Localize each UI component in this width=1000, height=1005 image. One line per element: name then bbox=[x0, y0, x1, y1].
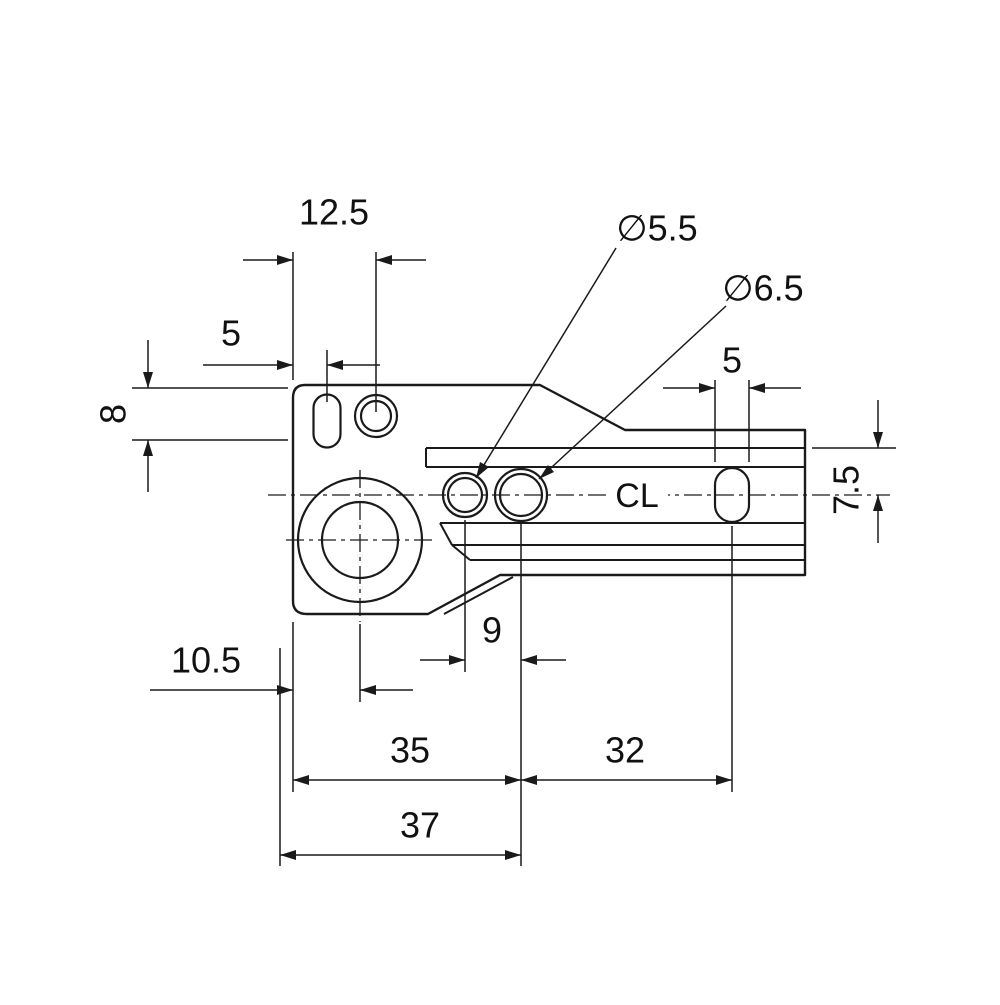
dim-rail-half-height-label: 7.5 bbox=[826, 465, 867, 515]
dimension-left-height: 8 bbox=[93, 340, 153, 492]
centerlines bbox=[268, 470, 890, 622]
dim-span-35-label: 35 bbox=[390, 730, 430, 771]
dia-6-5-label: ∅6.5 bbox=[722, 268, 803, 309]
dimension-span-37: 37 bbox=[280, 805, 521, 860]
centerline-label: CL bbox=[615, 477, 658, 515]
dimension-span-32: 32 bbox=[521, 730, 732, 785]
dim-oval-width-label: 5 bbox=[722, 340, 742, 381]
top-left-slot bbox=[312, 393, 342, 449]
dimension-slot-offset: 5 bbox=[203, 313, 380, 370]
dimension-top-width: 12.5 bbox=[243, 192, 426, 265]
extension-lines bbox=[132, 252, 896, 866]
dim-slot-offset-label: 5 bbox=[221, 313, 241, 354]
centerline-label-group: CL bbox=[608, 477, 668, 515]
dim-hole-spacing-label: 9 bbox=[482, 610, 502, 651]
dimension-hole-spacing: 9 bbox=[420, 610, 566, 665]
dim-left-height-label: 8 bbox=[93, 404, 134, 424]
dim-top-width-label: 12.5 bbox=[299, 192, 369, 233]
dimension-circle-offset: 10.5 bbox=[150, 640, 413, 695]
dimension-rail-half-height: 7.5 bbox=[826, 400, 883, 543]
mounting-holes bbox=[296, 393, 751, 604]
dim-circle-offset-label: 10.5 bbox=[171, 640, 241, 681]
hole-5-5-inner bbox=[446, 476, 484, 514]
part-outline bbox=[291, 383, 807, 616]
leader-hole-6-5: ∅6.5 bbox=[538, 268, 804, 480]
leader-hole-5-5: ∅5.5 bbox=[475, 208, 698, 479]
dim-span-37-label: 37 bbox=[400, 805, 440, 846]
rail-fold-lines bbox=[425, 447, 805, 615]
centerline-label-mask bbox=[608, 477, 668, 514]
dia-5-5-label: ∅5.5 bbox=[616, 208, 697, 249]
dimension-span-35: 35 bbox=[293, 730, 521, 785]
dim-span-32-label: 32 bbox=[605, 730, 645, 771]
dimension-oval-width: 5 bbox=[663, 340, 801, 393]
